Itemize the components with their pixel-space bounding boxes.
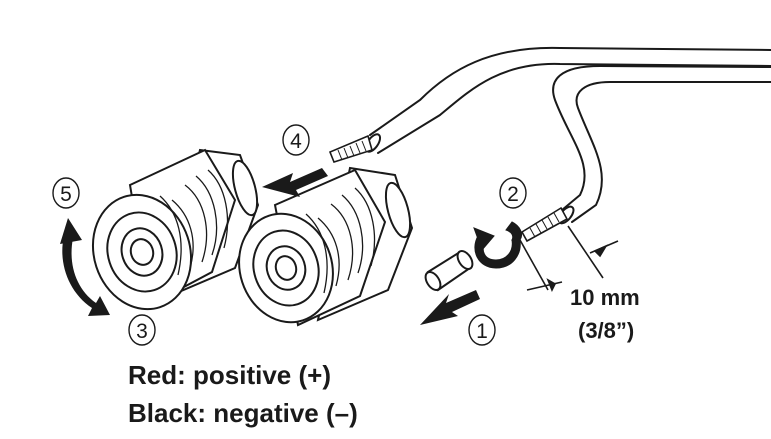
insert-arrow-icon [262,168,328,197]
upper-wire-stripped-end [328,133,382,163]
svg-text:3: 3 [136,320,148,343]
insulation-sleeve [424,249,474,292]
step-marker-5: 5 [52,177,80,209]
caption-red-positive: Red: positive (+) [128,360,331,390]
dimension-imperial: (3/8”) [578,318,634,343]
step-marker-3: 3 [128,314,156,346]
terminal-right [238,166,414,327]
twist-arrow-icon [473,221,523,269]
step-marker-1: 1 [468,314,496,346]
rotate-arrow-icon [60,218,110,316]
pull-arrow-icon [420,290,480,325]
lower-wire-stripped-end [520,205,575,243]
strip-length-dimension [519,225,619,292]
svg-text:1: 1 [476,320,488,343]
dimension-metric: 10 mm [570,285,640,310]
svg-text:5: 5 [60,183,72,206]
step-marker-2: 2 [499,177,527,209]
svg-text:2: 2 [507,183,519,206]
terminal-left [91,148,260,311]
caption-black-negative: Black: negative (–) [128,398,358,428]
speaker-cable [369,46,771,223]
step-marker-4: 4 [282,124,310,156]
svg-text:4: 4 [290,130,302,153]
